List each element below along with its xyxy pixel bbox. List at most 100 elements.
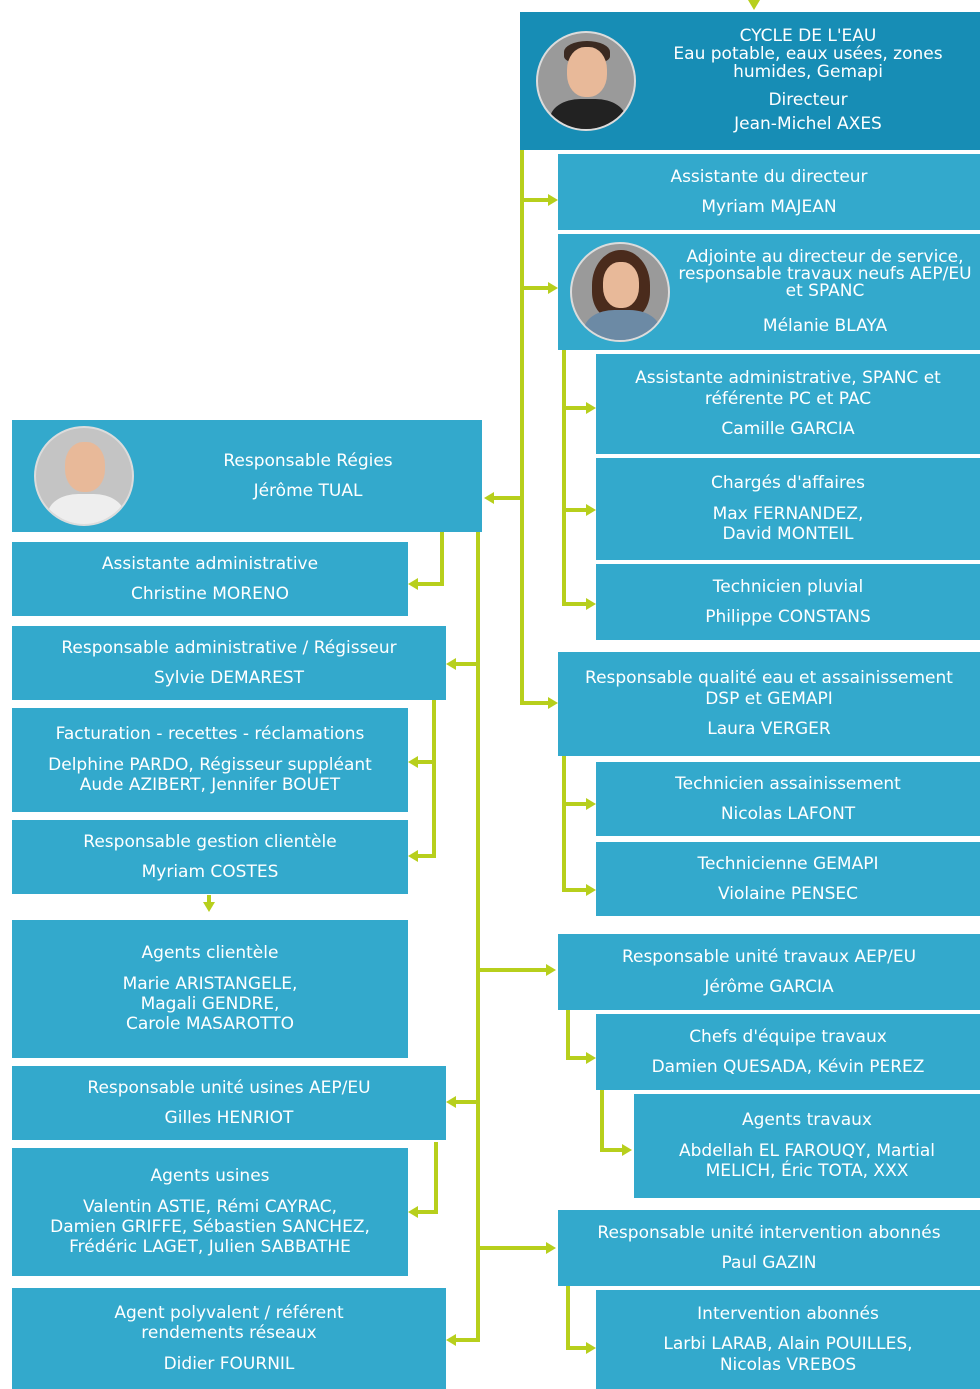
connector-arrow <box>446 1334 456 1346</box>
connector-arrow <box>586 1342 596 1354</box>
connector-arrow <box>548 194 558 206</box>
tech-gemapi-box: Technicienne GEMAPI Violaine PENSEC <box>596 842 980 916</box>
charges-affaires-box: Chargés d'affaires Max FERNANDEZ, David … <box>596 458 980 560</box>
connector-line <box>440 532 444 586</box>
agents-usines-box: Agents usines Valentin ASTIE, Rémi CAYRA… <box>12 1148 408 1276</box>
gestion-client-box: Responsable gestion clientèle Myriam COS… <box>12 820 408 894</box>
director-role: Directeur <box>768 89 848 110</box>
quality-title: Responsable qualité eau et assainissemen… <box>585 668 953 709</box>
connector-line <box>476 1246 546 1250</box>
tech-assain-title: Technicien assainissement <box>675 773 901 794</box>
connector-line <box>492 496 524 500</box>
connector-arrow <box>586 798 596 810</box>
connector-line <box>418 582 444 586</box>
director-box: CYCLE DE L'EAU Eau potable, eaux usées, … <box>520 12 980 150</box>
connector-arrow <box>546 1242 556 1254</box>
tech-assain-name: Nicolas LAFONT <box>720 804 856 824</box>
quality-box: Responsable qualité eau et assainissemen… <box>558 652 980 756</box>
deputy-title: Adjointe au directeur de service, respon… <box>678 247 972 301</box>
facturation-box: Facturation - recettes - réclamations De… <box>12 708 408 812</box>
deputy-name: Mélanie BLAYA <box>762 316 888 336</box>
polyvalent-name: Didier FOURNIL <box>163 1353 295 1374</box>
connector-line <box>520 198 550 202</box>
connector-arrow <box>408 1206 418 1218</box>
connector-line <box>566 1010 570 1060</box>
connector-line <box>476 968 546 972</box>
regies-title: Responsable Régies <box>223 450 393 471</box>
connector-line <box>600 1148 624 1152</box>
connector-line <box>600 1090 604 1152</box>
travaux-title: Responsable unité travaux AEP/EU <box>621 946 917 967</box>
polyvalent-title: Agent polyvalent / référent rendements r… <box>114 1302 344 1344</box>
regies-name: Jérôme TUAL <box>253 481 363 501</box>
connector-line <box>562 406 588 410</box>
assist-admin-title: Assistante administrative <box>101 553 319 574</box>
regies-box: Responsable Régies Jérôme TUAL <box>12 420 482 532</box>
usines-box: Responsable unité usines AEP/EU Gilles H… <box>12 1066 446 1140</box>
intervention-resp-box: Responsable unité intervention abonnés P… <box>558 1210 980 1286</box>
usines-name: Gilles HENRIOT <box>164 1108 294 1128</box>
chefs-equipe-name: Damien QUESADA, Kévin PEREZ <box>651 1057 925 1077</box>
connector-line <box>432 700 436 858</box>
travaux-name: Jérôme GARCIA <box>704 977 834 997</box>
connector-arrow <box>586 1052 596 1064</box>
director-title: CYCLE DE L'EAU <box>739 26 877 47</box>
connector-line <box>418 760 436 764</box>
agents-travaux-name: Abdellah EL FAROUQY, Martial MELICH, Éri… <box>679 1140 935 1182</box>
spanc-assistant-name: Camille GARCIA <box>721 419 855 440</box>
agents-usines-name: Valentin ASTIE, Rémi CAYRAC, Damien GRIF… <box>50 1196 370 1258</box>
connector-arrow <box>748 0 760 10</box>
connector-arrow <box>408 756 418 768</box>
connector-line <box>456 662 480 666</box>
intervention-title: Intervention abonnés <box>697 1303 879 1324</box>
connector-arrow <box>586 402 596 414</box>
gestion-client-name: Myriam COSTES <box>141 862 279 882</box>
charges-affaires-title: Chargés d'affaires <box>711 473 865 494</box>
tech-assain-box: Technicien assainissement Nicolas LAFONT <box>596 762 980 836</box>
connector-line <box>456 1100 480 1104</box>
tech-gemapi-name: Violaine PENSEC <box>718 884 858 904</box>
connector-line <box>520 286 550 290</box>
connector-line <box>434 1142 438 1214</box>
intervention-resp-title: Responsable unité intervention abonnés <box>597 1222 941 1243</box>
deputy-box: Adjointe au directeur de service, respon… <box>558 234 980 350</box>
chefs-equipe-title: Chefs d'équipe travaux <box>689 1026 887 1047</box>
connector-line <box>566 1286 570 1350</box>
regies-text: Responsable Régies Jérôme TUAL <box>134 451 482 502</box>
chefs-equipe-box: Chefs d'équipe travaux Damien QUESADA, K… <box>596 1014 980 1090</box>
connector-arrow <box>548 697 558 709</box>
charges-affaires-name: Max FERNANDEZ, David MONTEIL <box>712 503 864 545</box>
regies-photo <box>34 426 134 526</box>
director-name: Jean-Michel AXES <box>734 113 882 134</box>
assistant-director-name: Myriam MAJEAN <box>701 197 837 217</box>
director-photo <box>536 31 636 131</box>
tech-pluvial-box: Technicien pluvial Philippe CONSTANS <box>596 564 980 640</box>
intervention-name: Larbi LARAB, Alain POUILLES, Nicolas VRE… <box>663 1334 913 1375</box>
deputy-text: Adjointe au directeur de service, respon… <box>670 249 980 335</box>
connector-arrow <box>408 578 418 590</box>
agents-client-name: Marie ARISTANGELE, Magali GENDRE, Carole… <box>122 973 298 1035</box>
connector-line <box>562 508 588 512</box>
tech-pluvial-name: Philippe CONSTANS <box>705 607 871 627</box>
connector-line <box>520 150 524 705</box>
facturation-title: Facturation - recettes - réclamations <box>55 724 365 745</box>
gestion-client-title: Responsable gestion clientèle <box>83 831 337 852</box>
intervention-box: Intervention abonnés Larbi LARAB, Alain … <box>596 1290 980 1389</box>
connector-line <box>562 802 588 806</box>
agents-travaux-box: Agents travaux Abdellah EL FAROUQY, Mart… <box>634 1094 980 1198</box>
agents-usines-title: Agents usines <box>150 1166 270 1187</box>
resp-admin-title: Responsable administrative / Régisseur <box>61 637 397 658</box>
connector-arrow <box>586 598 596 610</box>
assist-admin-name: Christine MORENO <box>131 584 289 604</box>
connector-arrow <box>548 282 558 294</box>
agents-client-box: Agents clientèle Marie ARISTANGELE, Maga… <box>12 920 408 1058</box>
connector-arrow <box>408 850 418 862</box>
facturation-name: Delphine PARDO, Régisseur suppléant Aude… <box>48 754 372 796</box>
connector-line <box>456 1338 480 1342</box>
connector-arrow <box>446 1096 456 1108</box>
connector-line <box>562 888 588 892</box>
agents-travaux-title: Agents travaux <box>742 1110 872 1131</box>
connector-line <box>566 1346 588 1350</box>
resp-admin-name: Sylvie DEMAREST <box>153 668 305 688</box>
connector-line <box>476 532 480 1342</box>
